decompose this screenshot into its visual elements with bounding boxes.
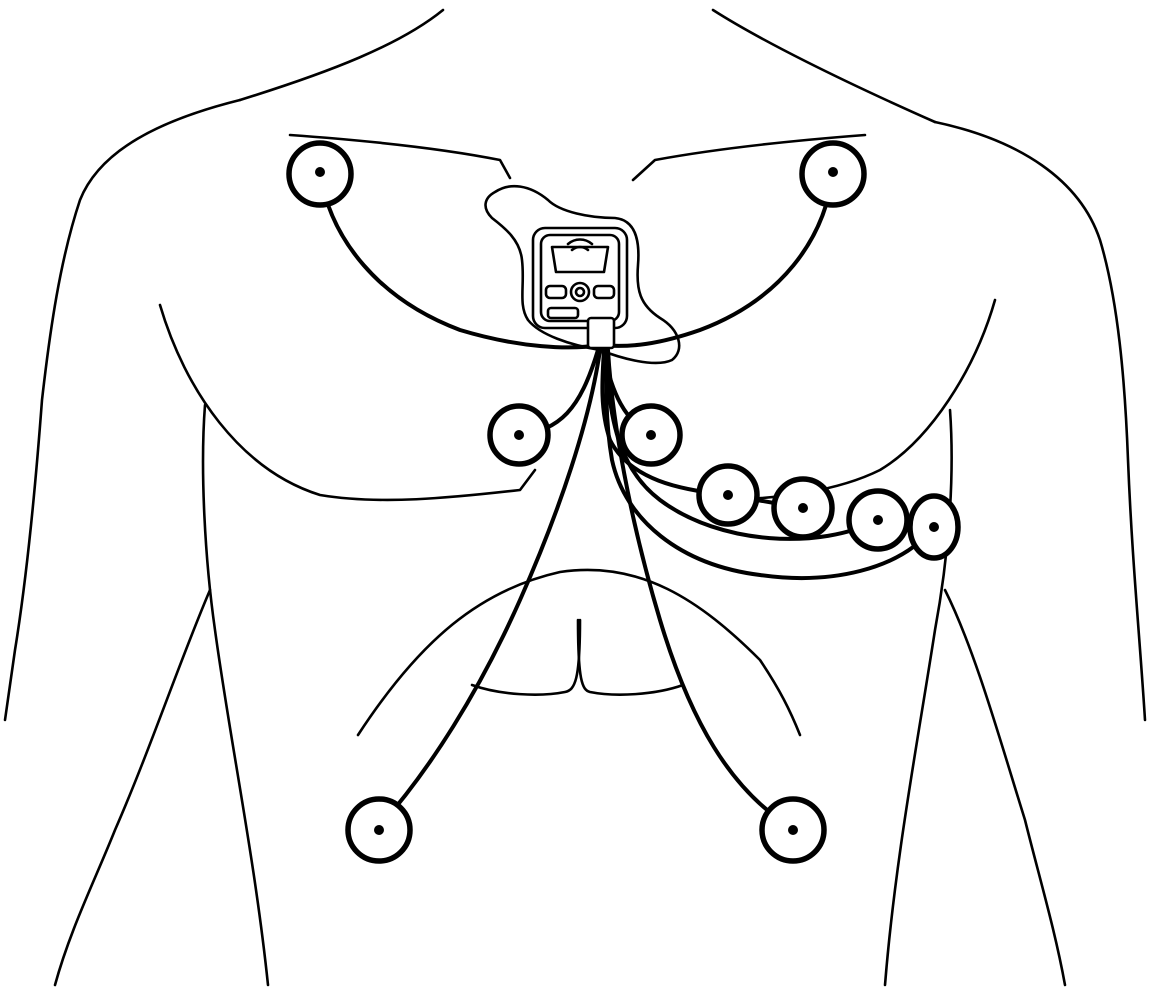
electrode-right-sternal (490, 406, 548, 464)
electrode-v6 (910, 496, 958, 558)
electrode-left-shoulder (802, 143, 864, 205)
electrode-left-lower (762, 799, 824, 861)
electrode-snap (798, 503, 808, 513)
torso-outline (5, 10, 1145, 985)
electrode-v3 (699, 466, 757, 524)
electrode-v5 (849, 491, 907, 549)
lead-wire-right-lower (378, 350, 600, 828)
holter-recorder-icon (486, 186, 680, 363)
electrode-snap (315, 167, 325, 177)
electrode-snap (788, 825, 798, 835)
electrode-v4 (774, 479, 832, 537)
electrode-left-sternal (622, 406, 680, 464)
neck-right-line (713, 10, 935, 122)
neck-left-line (240, 10, 443, 100)
electrode-snap (723, 490, 733, 500)
lead-wire-left-shoulder (600, 172, 833, 346)
left-shoulder-outer-line (935, 122, 1145, 720)
electrode-snap (646, 430, 656, 440)
electrode-right-shoulder (289, 143, 351, 205)
sternum-line (472, 620, 580, 695)
recorder-cable-connector (588, 318, 614, 348)
electrode-snap (828, 167, 838, 177)
torso-right-side-line (203, 405, 268, 985)
electrode-snap (374, 825, 384, 835)
electrode-snap (873, 515, 883, 525)
electrode-snap (929, 522, 939, 532)
electrode-snap (514, 430, 524, 440)
electrode-right-lower (348, 799, 410, 861)
left-arm-inner-line (945, 590, 1065, 985)
right-arm-inner-line (55, 590, 210, 985)
sternum-line-2 (578, 620, 683, 695)
